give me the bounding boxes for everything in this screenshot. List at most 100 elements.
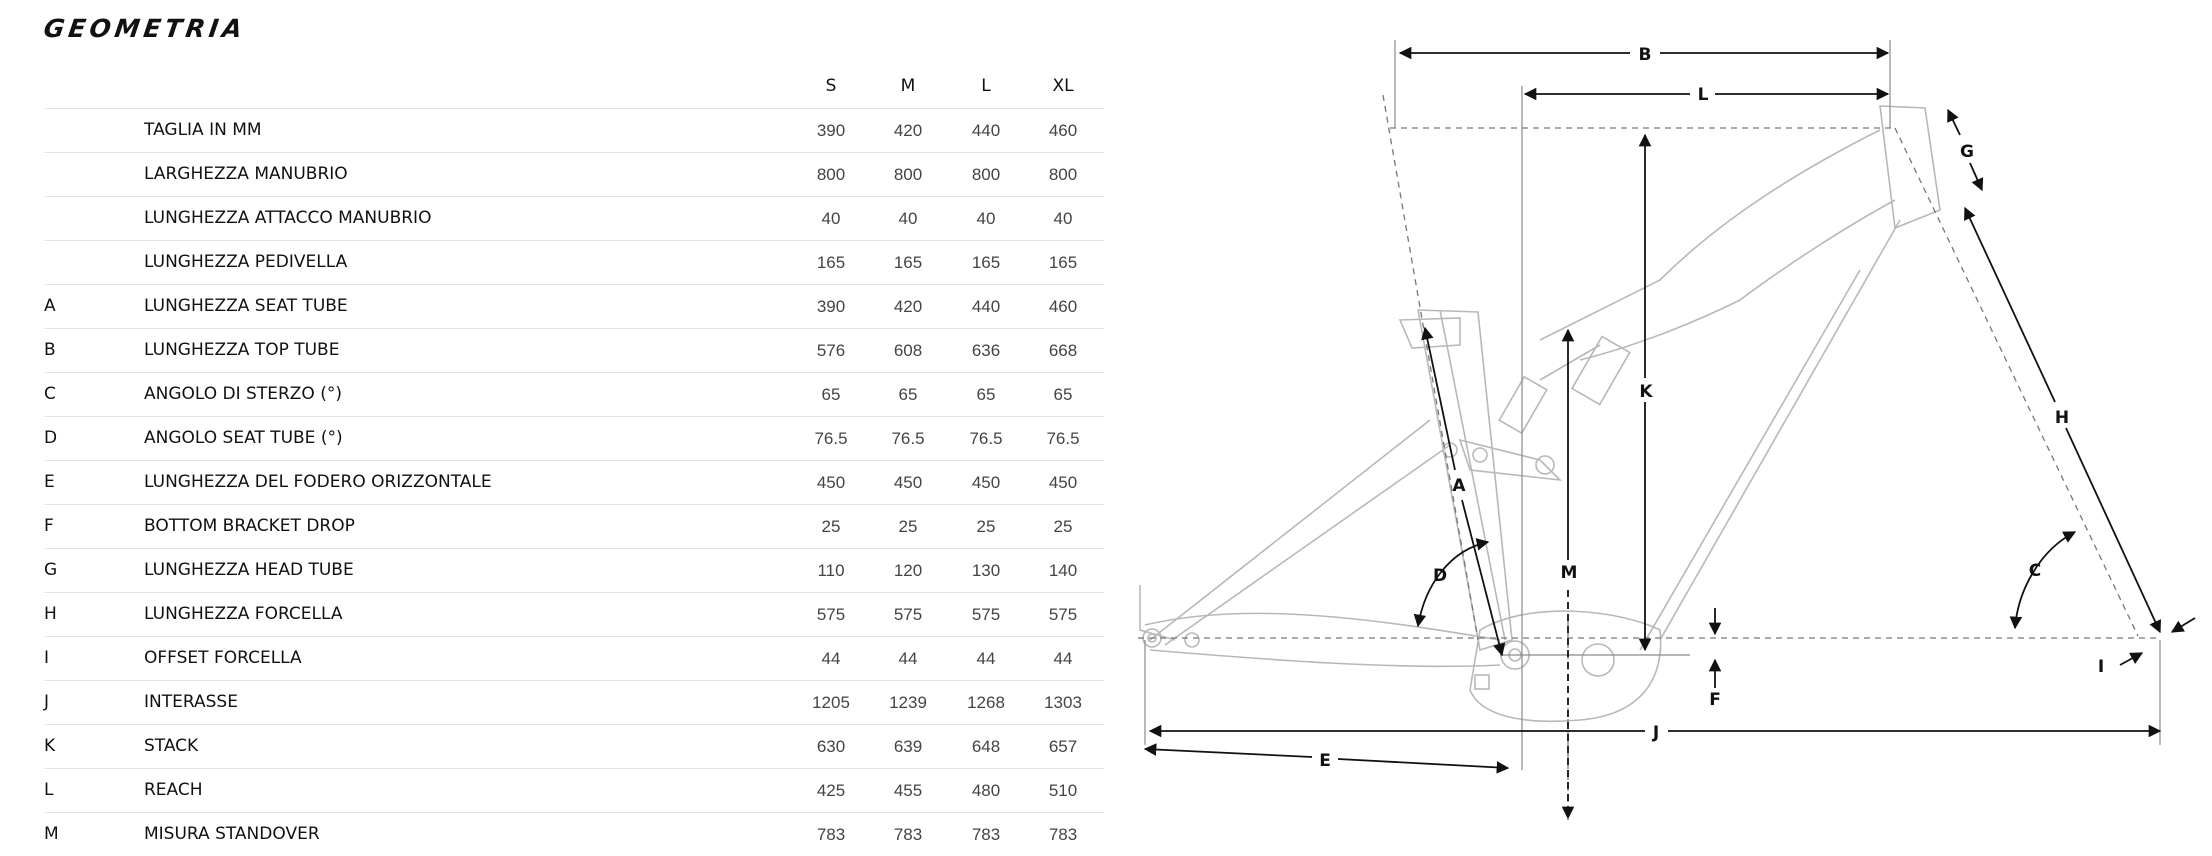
row-label: MISURA STANDOVER xyxy=(144,824,320,844)
row-code: B xyxy=(44,340,56,360)
value-cell-m: 44 xyxy=(898,649,918,668)
value-cell-xl: 668 xyxy=(1048,341,1078,360)
value-cell-m: 608 xyxy=(893,341,923,360)
value-cell-m: 165 xyxy=(893,253,923,272)
dim-label-i: I xyxy=(2098,657,2104,677)
value-cell-s: 390 xyxy=(816,297,846,316)
page-title: GEOMETRIA xyxy=(41,14,248,43)
value-cell-l: 130 xyxy=(971,561,1001,580)
dim-label-g: G xyxy=(1960,142,1974,162)
row-label: INTERASSE xyxy=(144,692,238,712)
row-label: STACK xyxy=(144,736,199,756)
value-cell-s: 76.5 xyxy=(814,429,848,448)
value-cell-s: 575 xyxy=(816,605,846,624)
table-row: M MISURA STANDOVER 783 783 783 783 xyxy=(44,812,1104,856)
dim-label-h: H xyxy=(2055,408,2069,428)
value-cell-xl: 450 xyxy=(1048,473,1078,492)
value-cell-l: 450 xyxy=(971,473,1001,492)
row-label: LUNGHEZZA FORCELLA xyxy=(144,604,343,624)
value-cell-l: 800 xyxy=(971,165,1001,184)
row-code: K xyxy=(44,736,56,756)
dim-label-f: F xyxy=(1709,690,1721,710)
value-cell-xl: 40 xyxy=(1053,209,1073,228)
value-cell-l: 1268 xyxy=(967,693,1005,712)
value-cell-s: 1205 xyxy=(812,693,850,712)
row-label: LUNGHEZZA DEL FODERO ORIZZONTALE xyxy=(144,472,492,492)
value-cell-xl: 657 xyxy=(1048,737,1078,756)
value-cell-xl: 1303 xyxy=(1044,693,1082,712)
value-cell-s: 450 xyxy=(816,473,846,492)
value-cell-l: 783 xyxy=(971,825,1001,844)
value-cell-m: 800 xyxy=(893,165,923,184)
value-cell-xl: 44 xyxy=(1053,649,1073,668)
dim-label-l: L xyxy=(1698,85,1709,105)
value-cell-xl: 165 xyxy=(1048,253,1078,272)
value-cell-l: 480 xyxy=(971,781,1001,800)
row-label: LUNGHEZZA HEAD TUBE xyxy=(144,560,354,580)
row-label: BOTTOM BRACKET DROP xyxy=(144,516,355,536)
row-code: G xyxy=(44,560,58,580)
value-cell-xl: 140 xyxy=(1048,561,1078,580)
row-label: LUNGHEZZA TOP TUBE xyxy=(144,340,340,360)
row-code: E xyxy=(44,472,55,492)
row-label: ANGOLO SEAT TUBE (°) xyxy=(144,428,343,448)
value-cell-s: 783 xyxy=(816,825,846,844)
reference-lines xyxy=(1144,40,2161,770)
value-cell-xl: 783 xyxy=(1048,825,1078,844)
value-cell-s: 800 xyxy=(816,165,846,184)
value-cell-xl: 25 xyxy=(1053,517,1073,536)
bike-geometry-diagram: B L G K H A M D C I F J E xyxy=(1138,40,2196,820)
dim-label-k: K xyxy=(1639,382,1653,402)
dimension-labels: B L G K H A M D C I F J E xyxy=(1319,45,2104,771)
row-code: L xyxy=(44,780,54,800)
dim-label-a: A xyxy=(1452,476,1466,496)
table-row: LUNGHEZZA PEDIVELLA 165 165 165 165 xyxy=(44,240,1104,284)
value-cell-s: 390 xyxy=(816,121,846,140)
value-cell-s: 576 xyxy=(816,341,846,360)
value-cell-m: 76.5 xyxy=(891,429,925,448)
value-cell-xl: 800 xyxy=(1048,165,1078,184)
value-cell-l: 44 xyxy=(976,649,996,668)
row-label: REACH xyxy=(144,780,203,800)
value-cell-s: 44 xyxy=(821,649,841,668)
value-cell-m: 639 xyxy=(893,737,923,756)
table-row: E LUNGHEZZA DEL FODERO ORIZZONTALE 450 450 4… xyxy=(44,460,1104,504)
value-cell-m: 1239 xyxy=(889,693,927,712)
row-code: I xyxy=(44,648,50,668)
row-code: H xyxy=(44,604,57,624)
value-cell-m: 420 xyxy=(893,121,923,140)
value-cell-s: 165 xyxy=(816,253,846,272)
size-header-xl: XL xyxy=(1052,76,1074,96)
value-cell-m: 455 xyxy=(893,781,923,800)
value-cell-l: 440 xyxy=(971,121,1001,140)
dim-label-e: E xyxy=(1319,751,1331,771)
row-code: D xyxy=(44,428,58,448)
frame-outline xyxy=(1139,105,1941,723)
row-code: M xyxy=(44,824,59,844)
value-cell-s: 425 xyxy=(816,781,846,800)
row-code: C xyxy=(44,384,56,404)
construction-lines xyxy=(1138,94,2160,820)
row-label: LUNGHEZZA PEDIVELLA xyxy=(144,252,348,272)
row-label: LUNGHEZZA ATTACCO MANUBRIO xyxy=(144,208,432,228)
value-cell-m: 120 xyxy=(893,561,923,580)
dim-label-c: C xyxy=(2029,561,2041,581)
value-cell-s: 25 xyxy=(821,517,841,536)
value-cell-m: 65 xyxy=(898,385,918,404)
value-cell-m: 420 xyxy=(893,297,923,316)
value-cell-l: 165 xyxy=(971,253,1001,272)
value-cell-m: 25 xyxy=(898,517,918,536)
row-label: TAGLIA IN MM xyxy=(144,120,262,140)
value-cell-m: 783 xyxy=(893,825,923,844)
dim-label-j: J xyxy=(1652,723,1659,743)
